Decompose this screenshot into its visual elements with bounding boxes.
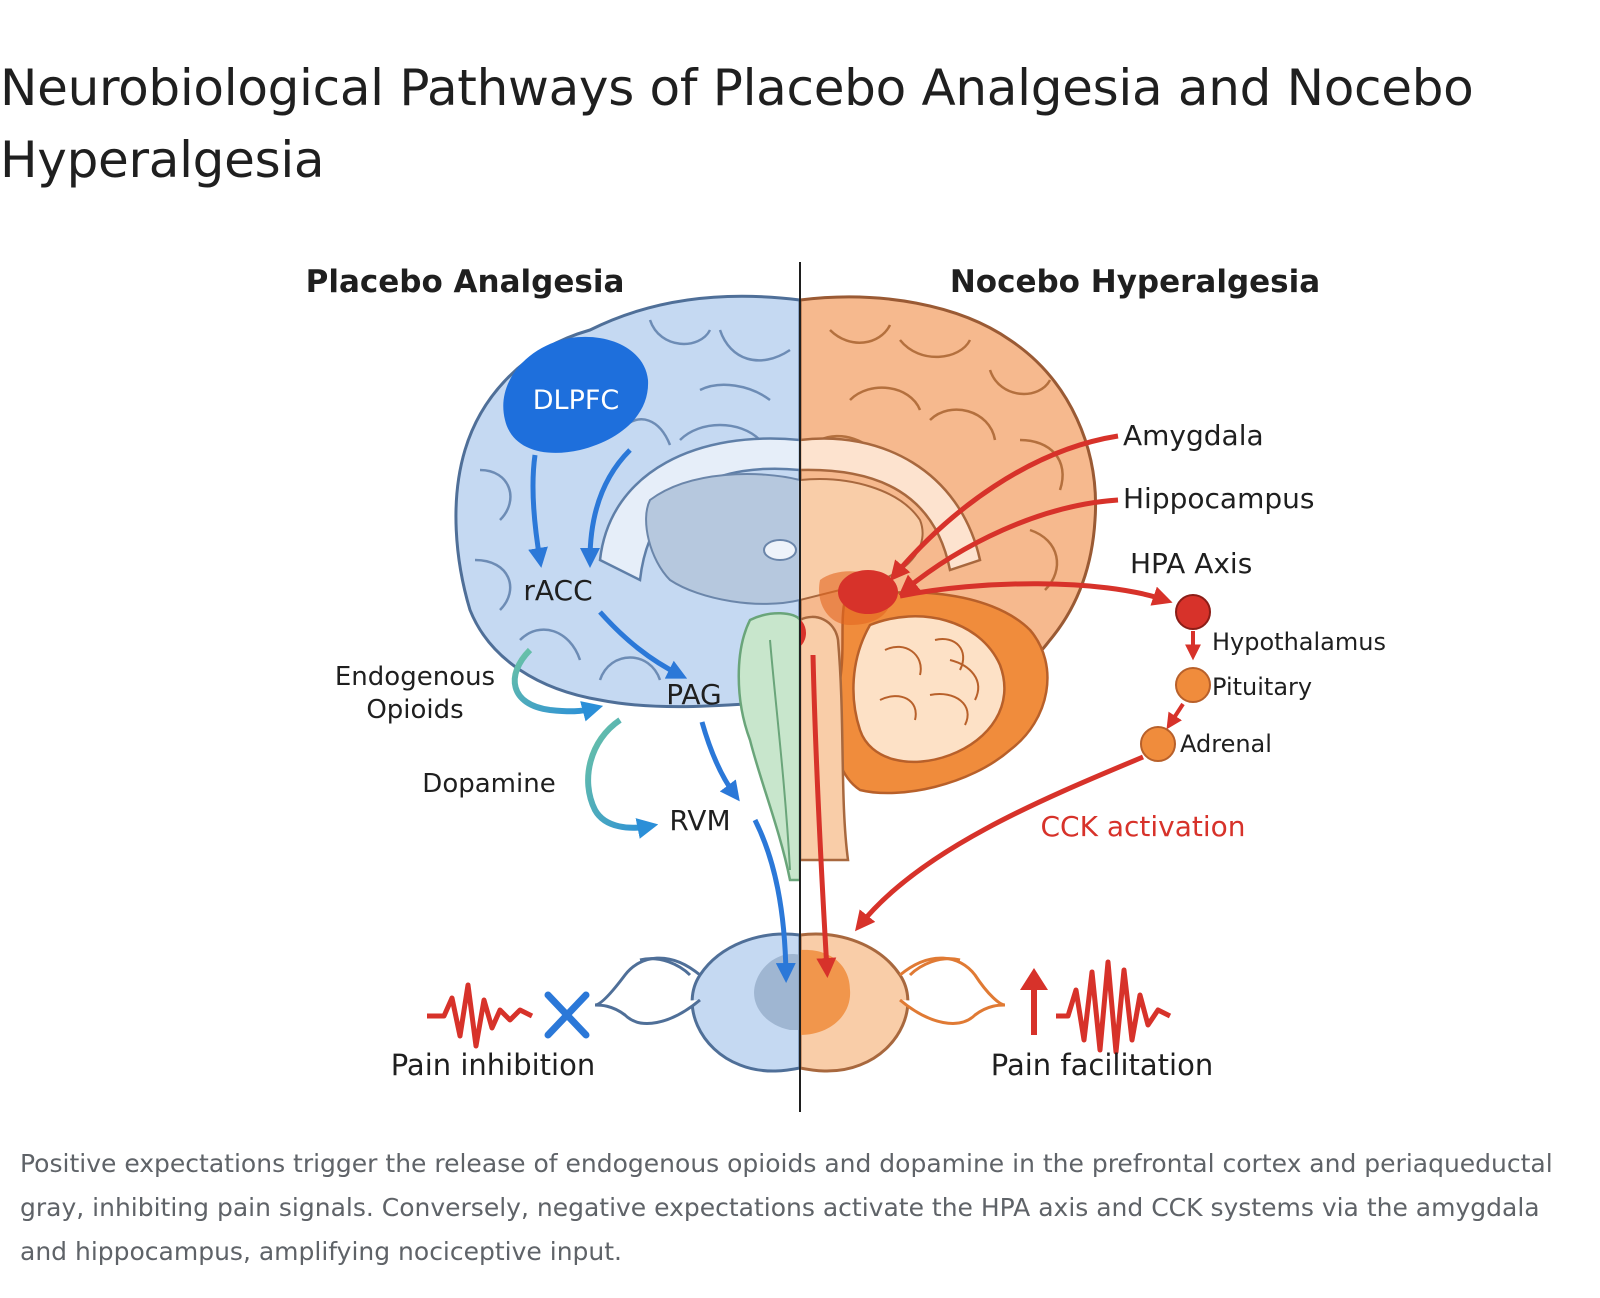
placebo-brain-half <box>454 294 800 1073</box>
figure-caption: Positive expectations trigger the releas… <box>20 1149 1553 1266</box>
descending-facilitation-arrow <box>810 654 837 978</box>
pituitary-to-adrenal-arrow <box>1166 702 1185 730</box>
adrenal-node <box>1140 726 1176 762</box>
amygdala-node <box>838 570 898 614</box>
pain-signal-wave-left <box>427 982 534 1049</box>
pathway-diagram: Placebo Analgesia Nocebo Hyperalgesia <box>0 240 1600 1120</box>
opioids-arrow <box>511 647 604 722</box>
nocebo-heading: Nocebo Hyperalgesia <box>950 264 1320 300</box>
dopamine-arrow <box>585 717 659 839</box>
rvm-to-spinal-arrow <box>752 818 796 983</box>
brainstem-line <box>769 639 791 871</box>
pain-signal-wave-right <box>1056 959 1172 1055</box>
dlpfc-to-racc-arrow-2 <box>580 448 632 568</box>
dlpfc-label: DLPFC <box>533 385 620 416</box>
hypothalamus-node <box>1175 594 1211 630</box>
cerebellum-arbor <box>852 615 1006 764</box>
nocebo-corpus-callosum <box>800 437 982 572</box>
hypothalamus-label: Hypothalamus <box>1212 628 1386 656</box>
pituitary-label: Pituitary <box>1212 673 1312 701</box>
placebo-ventricle <box>763 539 797 561</box>
dlpfc-to-racc-arrow-1 <box>528 454 548 568</box>
racc-label: rACC <box>523 574 592 607</box>
rvm-label: RVM <box>669 804 730 837</box>
amygdala-label: Amygdala <box>1123 419 1264 452</box>
adrenal-label: Adrenal <box>1180 730 1272 758</box>
hippocampus-label: Hippocampus <box>1123 482 1314 515</box>
opioids-label-line1: Endogenous <box>335 662 495 692</box>
pag-label: PAG <box>666 678 721 711</box>
nocebo-root-upper <box>908 957 961 977</box>
placebo-brainstem <box>737 612 800 882</box>
placebo-root-upper <box>639 957 692 977</box>
block-x-icon <box>544 991 590 1039</box>
cck-activation-label: CCK activation <box>1040 810 1245 843</box>
page-title: Neurobiological Pathways of Placebo Anal… <box>0 59 1474 189</box>
racc-to-pag-arrow <box>598 610 688 679</box>
increase-arrow-icon <box>1020 968 1048 1035</box>
nocebo-grey-matter <box>800 949 851 1035</box>
dopamine-label: Dopamine <box>422 769 555 799</box>
opioids-label-line2: Opioids <box>366 695 463 725</box>
nocebo-nerve-root <box>899 956 1006 1025</box>
dlpfc-region <box>503 336 649 453</box>
brainstem-node <box>800 619 806 647</box>
hpa-axis-label: HPA Axis <box>1130 547 1252 580</box>
placebo-nerve-root <box>594 956 701 1025</box>
cck-arrow <box>854 754 1144 932</box>
pag-to-rvm-arrow <box>699 721 740 802</box>
pain-facilitation-label: Pain facilitation <box>991 1048 1213 1082</box>
placebo-heading: Placebo Analgesia <box>306 264 625 300</box>
pain-inhibition-label: Pain inhibition <box>391 1048 596 1082</box>
placebo-thalamus <box>645 473 800 605</box>
pituitary-node <box>1175 667 1211 703</box>
amygdala-to-hpa-arrow <box>899 581 1173 606</box>
cerebellum-folia <box>879 638 980 726</box>
diagram-canvas: Placebo Analgesia Nocebo Hyperalgesia <box>306 262 1386 1112</box>
amygdala-arrow <box>889 433 1119 582</box>
hippocampus-arrow <box>898 497 1119 596</box>
